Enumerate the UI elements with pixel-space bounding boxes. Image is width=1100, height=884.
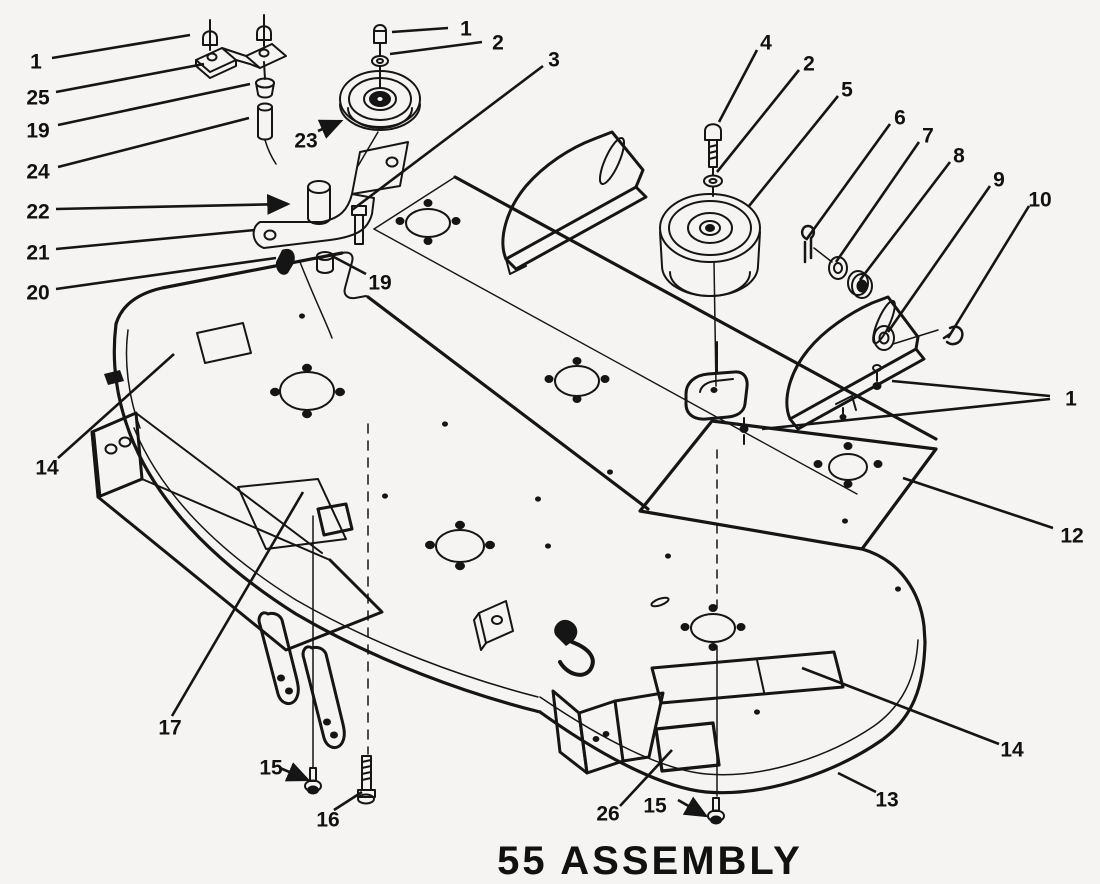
leader-line <box>389 40 483 56</box>
leader-line <box>619 749 673 807</box>
front-hanger-bracket <box>551 689 665 775</box>
callout-label: 2 <box>803 53 815 76</box>
deck-holes <box>299 313 901 715</box>
leader-line <box>715 69 801 173</box>
belt-guide-left <box>501 130 648 275</box>
callout-label: 14 <box>35 457 59 480</box>
callout-label: 15 <box>259 757 283 780</box>
belt-guide-right <box>785 295 926 431</box>
leader-line <box>331 254 367 276</box>
leader-line <box>902 476 1054 530</box>
leader-line <box>333 790 363 812</box>
callout-label: 25 <box>26 87 50 110</box>
leader-line <box>946 205 1031 339</box>
leader-line <box>804 123 892 241</box>
spring-clip <box>554 619 595 677</box>
spindle-holes <box>270 199 746 651</box>
top-left-bracket-kit <box>195 14 287 165</box>
callout-label: 3 <box>548 49 560 72</box>
callout-label: 10 <box>1028 189 1051 212</box>
leader-line <box>837 771 877 794</box>
callout-label: 4 <box>760 32 772 55</box>
callout-label: 9 <box>993 169 1005 192</box>
leader-line <box>57 116 250 169</box>
baffle-plate <box>237 478 354 550</box>
leader-line <box>891 379 1051 398</box>
callout-label: 20 <box>26 282 49 305</box>
discharge-chute <box>90 411 384 652</box>
hanger-straps <box>257 423 369 769</box>
callout-label: 13 <box>875 789 898 812</box>
angle-clip <box>473 600 514 651</box>
callout-label: 5 <box>841 79 853 102</box>
callout-label: 1 <box>30 51 42 74</box>
callout-labels: 1251924222120231912342567891011214171516… <box>26 18 1083 832</box>
callout-label: 6 <box>894 107 906 130</box>
callout-label: 8 <box>953 145 965 168</box>
leader-line <box>55 256 277 291</box>
callout-label: 22 <box>26 201 49 224</box>
leader-line <box>55 228 256 251</box>
leader-line <box>677 796 709 818</box>
leader-line <box>886 185 992 333</box>
leader-line <box>761 397 1051 431</box>
leader-line <box>747 95 840 207</box>
leader-line <box>717 49 759 123</box>
callout-label: 26 <box>596 803 619 826</box>
mounting-bolts <box>304 755 725 825</box>
callout-label: 19 <box>26 120 49 143</box>
callout-label: 19 <box>368 272 391 295</box>
leader-line <box>51 33 191 60</box>
deck-opening <box>654 721 721 773</box>
leader-line <box>351 64 544 212</box>
deck-slot <box>650 596 670 608</box>
leader-line <box>858 161 952 281</box>
callout-label: 23 <box>294 130 317 153</box>
callout-label: 1 <box>1065 388 1077 411</box>
leader-line <box>317 119 344 139</box>
leader-line <box>57 353 175 459</box>
callout-label: 12 <box>1060 525 1083 548</box>
leader-line <box>279 762 311 782</box>
callout-label: 15 <box>643 795 667 818</box>
leader-line <box>834 141 921 263</box>
callout-label: 1 <box>460 18 472 41</box>
leader-line <box>801 666 1000 746</box>
figure-caption: 55 ASSEMBLY <box>497 839 803 883</box>
diagram-canvas: 1251924222120231912342567891011214171516… <box>26 14 1084 832</box>
callout-label: 2 <box>492 32 504 55</box>
callout-label: 16 <box>316 809 339 832</box>
leader-line <box>391 26 449 34</box>
cover-plate <box>638 419 938 551</box>
idler-pulley-small <box>339 24 421 167</box>
leader-line <box>170 491 305 717</box>
callout-label: 14 <box>1000 739 1024 762</box>
callout-label: 24 <box>26 161 50 184</box>
leader-lines <box>51 26 1054 818</box>
idler-arm-assembly <box>252 141 409 339</box>
callout-label: 17 <box>158 717 181 740</box>
leader-line <box>57 82 251 127</box>
callout-label: 7 <box>922 125 934 148</box>
callout-label: 21 <box>26 242 50 265</box>
idler-pulley-large <box>659 123 761 797</box>
belt-keeper-clip <box>684 341 749 445</box>
leader-line <box>55 62 205 94</box>
deck-decals <box>196 322 845 705</box>
deck-shell <box>104 175 938 795</box>
leader-line <box>55 194 291 215</box>
